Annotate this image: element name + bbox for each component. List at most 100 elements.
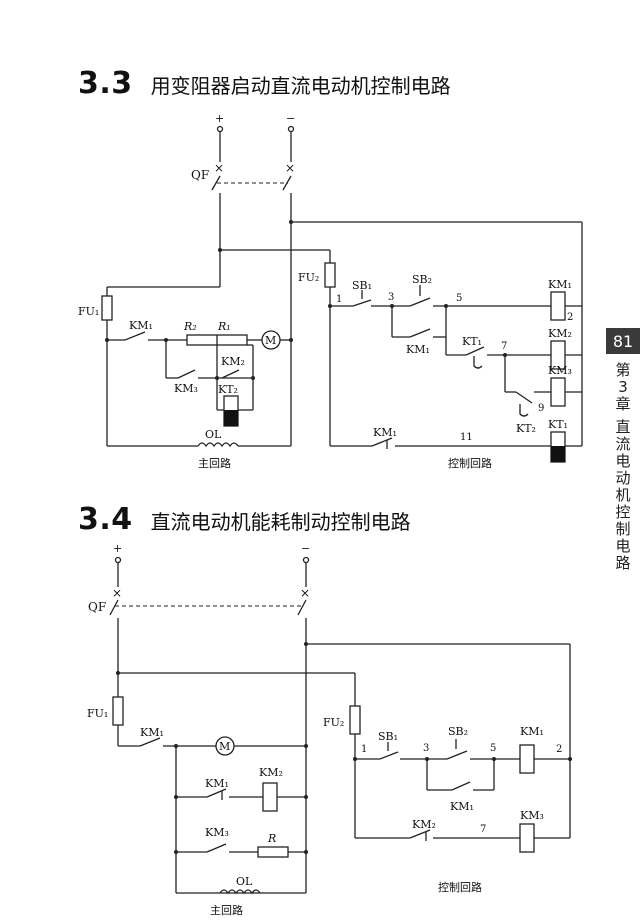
km2-coil-label: KM₂	[548, 327, 572, 340]
sb2-label: SB₂	[448, 725, 468, 738]
km1-hold-label: KM₁	[450, 800, 474, 813]
main-circuit-label-2: 主回路	[210, 904, 243, 917]
fu1-fuse	[112, 696, 124, 726]
km1-hold-contact	[451, 781, 471, 791]
plus-label: +	[113, 542, 122, 555]
km1-coil	[519, 744, 535, 774]
kt2-coil-fill	[224, 410, 238, 426]
node-11: 11	[460, 432, 473, 443]
km3-bypass-contact	[177, 369, 196, 379]
ol-label: OL	[205, 428, 222, 441]
minus-label: −	[286, 112, 295, 125]
km2-coil-label: KM₂	[259, 766, 283, 779]
km2-coil	[262, 782, 278, 812]
km3-coil-label: KM₃	[520, 809, 544, 822]
km1-main-label: KM₁	[140, 726, 164, 739]
diagram-3-4: + − × × QF FU₁ KM₁ M	[87, 542, 572, 917]
km2-nc-contact	[409, 829, 431, 839]
node-7: 7	[501, 341, 507, 352]
minus-terminal	[302, 556, 310, 564]
km2-bypass-contact	[221, 369, 240, 379]
minus-label: −	[301, 542, 310, 555]
fu1-label: FU₁	[87, 707, 108, 720]
km1-nc-contact	[371, 437, 393, 447]
sb1-contact	[379, 751, 399, 760]
km1-coil-label: KM₁	[520, 725, 544, 738]
node-9: 9	[538, 403, 544, 414]
qf-label: QF	[191, 168, 209, 182]
node-3: 3	[423, 743, 429, 754]
km1-main-contact	[124, 331, 146, 341]
kt1-coil-fill	[551, 446, 565, 462]
kt2-label: KT₂	[218, 383, 238, 396]
node-1: 1	[361, 744, 367, 755]
section-title: 直流电动机能耗制动控制电路	[150, 510, 411, 534]
kt1-contact-label: KT₁	[462, 335, 482, 348]
qf-x-1: ×	[214, 161, 224, 175]
kt1-coil-label: KT₁	[548, 418, 568, 431]
sb2-contact	[446, 750, 468, 760]
fu2-label: FU₂	[298, 271, 319, 284]
km1-hold-contact	[409, 328, 431, 338]
diagram-3-3: + − × × QF FU₁ KM₁	[78, 112, 583, 470]
km3-coil-label: KM₃	[548, 364, 572, 377]
km1-nc-contact	[206, 788, 227, 798]
svg-text:×: ×	[300, 586, 310, 600]
ol-coil	[219, 889, 261, 895]
node-3: 3	[388, 292, 394, 303]
node-7: 7	[480, 824, 486, 835]
fu1-fuse	[101, 295, 113, 321]
ol-coil	[197, 442, 239, 448]
node-5: 5	[456, 293, 462, 304]
section-number: 3.4	[78, 502, 133, 537]
plus-label: +	[215, 112, 224, 125]
km1-hold-label: KM₁	[406, 343, 430, 356]
qf-x-2: ×	[285, 161, 295, 175]
qf-blade-1	[109, 599, 119, 616]
section-heading-3-3: 3.3 用变阻器启动直流电动机控制电路	[78, 66, 451, 101]
node-2: 2	[567, 312, 573, 323]
fu2-label: FU₂	[323, 716, 344, 729]
section-heading-3-4: 3.4 直流电动机能耗制动控制电路	[78, 502, 411, 537]
sb2-contact	[409, 297, 431, 307]
r1-label: R₁	[217, 320, 231, 333]
km3-label: KM₃	[205, 826, 229, 839]
sb1-label: SB₁	[378, 730, 398, 743]
fu2-fuse	[349, 705, 361, 735]
r-label: R	[267, 832, 276, 845]
sb1-contact	[352, 299, 372, 307]
motor-label: M	[265, 334, 276, 347]
r2-label: R₂	[183, 320, 197, 333]
minus-terminal	[287, 125, 295, 133]
km2-ctrl-label: KM₂	[412, 818, 436, 831]
section-number: 3.3	[78, 66, 133, 101]
main-circuit-label-1: 主回路	[198, 457, 231, 470]
node-5: 5	[490, 743, 496, 754]
fu1-label: FU₁	[78, 305, 99, 318]
km3-contact	[206, 843, 227, 853]
km1-coil-label: KM₁	[548, 278, 572, 291]
qf-label: QF	[88, 600, 106, 614]
motor-label: M	[219, 740, 230, 753]
ol-label: OL	[236, 875, 253, 888]
braking-resistor	[257, 846, 289, 858]
kt2-timed-contact	[515, 391, 533, 404]
kt1-timed-contact	[465, 346, 485, 356]
kt2-ctrl-label: KT₂	[516, 422, 536, 435]
page-number-tab: 81	[606, 328, 640, 354]
km1-main-contact	[139, 737, 161, 747]
plus-terminal	[114, 556, 122, 564]
km1-nc-label: KM₁	[373, 426, 397, 439]
qf-blade-1	[211, 175, 221, 191]
km3-coil	[550, 377, 566, 407]
km2-bypass-label: KM₂	[221, 355, 245, 368]
sb1-label: SB₁	[352, 279, 372, 292]
km1-coil	[550, 291, 566, 321]
node-2: 2	[556, 744, 562, 755]
section-title: 用变阻器启动直流电动机控制电路	[150, 74, 451, 98]
km1-main-label: KM₁	[129, 319, 153, 332]
control-circuit-label-1: 控制回路	[448, 456, 492, 470]
sb2-label: SB₂	[412, 273, 432, 286]
